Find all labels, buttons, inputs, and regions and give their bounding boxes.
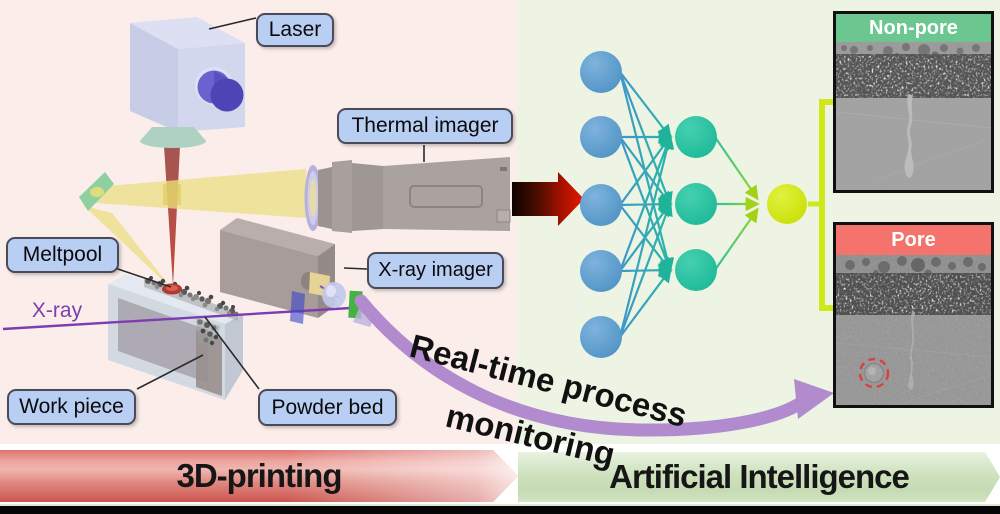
- laser-beam: [164, 146, 180, 286]
- nonpore-xray-image: [836, 42, 991, 190]
- hidden-output-edges: [714, 136, 760, 271]
- label-work-piece: Work piece: [7, 389, 136, 425]
- label-powder-bed: Powder bed: [258, 389, 397, 426]
- label-thermal-imager: Thermal imager: [337, 108, 513, 144]
- label-thermal-imager-text: Thermal imager: [351, 114, 499, 137]
- result-card-nonpore: Non-pore: [833, 11, 994, 193]
- pore-xray-image: [836, 255, 991, 405]
- hidden-layer-nodes: [675, 116, 717, 291]
- callout-lines: [114, 17, 425, 390]
- pore-header: Pore: [836, 225, 991, 255]
- xray-imager-unit: [220, 218, 335, 318]
- label-meltpool-text: Meltpool: [22, 243, 103, 266]
- nonpore-header: Non-pore: [836, 14, 991, 42]
- banner-3d-printing-label: 3D-printing: [176, 457, 343, 494]
- label-xray-imager-text: X-ray imager: [378, 259, 493, 281]
- laser-unit: [130, 17, 245, 148]
- label-work-piece-text: Work piece: [19, 395, 124, 418]
- banner-artificial-intelligence: Artificial Intelligence: [518, 452, 1000, 502]
- xray-beam-label: X-ray: [32, 299, 83, 322]
- nonpore-header-text: Non-pore: [869, 16, 958, 39]
- figure-bottom-border: [0, 504, 1000, 514]
- label-powder-bed-text: Powder bed: [271, 395, 384, 419]
- pore-header-text: Pore: [891, 228, 936, 251]
- banner-3d-printing: 3D-printing: [0, 450, 518, 502]
- laser-aperture-cylinder: [197, 70, 244, 112]
- input-hidden-edges: [618, 71, 675, 338]
- thermal-emission-beams: [84, 169, 306, 289]
- input-layer-nodes: [580, 51, 622, 358]
- monitoring-arrow-icon: [354, 294, 834, 437]
- banner-ai-label: Artificial Intelligence: [609, 458, 910, 495]
- xray-filter-plate: [290, 291, 305, 324]
- output-bracket: [808, 99, 833, 311]
- label-laser-text: Laser: [268, 18, 322, 41]
- laser-lens-cone: [140, 127, 206, 148]
- output-layer-node: [767, 184, 807, 224]
- input-arrow-icon: [512, 172, 584, 226]
- work-piece-block: [118, 298, 208, 383]
- label-meltpool: Meltpool: [6, 237, 119, 273]
- thermal-imager-camera: [304, 157, 511, 233]
- neural-network: [580, 51, 833, 358]
- work-piece-assembly: [108, 274, 243, 400]
- label-laser: Laser: [256, 13, 334, 47]
- label-xray-imager: X-ray imager: [367, 252, 504, 289]
- result-card-pore: Pore: [833, 222, 994, 408]
- mirror: [79, 172, 114, 211]
- monitoring-arrow-text: Real-time process monitoring: [406, 327, 691, 473]
